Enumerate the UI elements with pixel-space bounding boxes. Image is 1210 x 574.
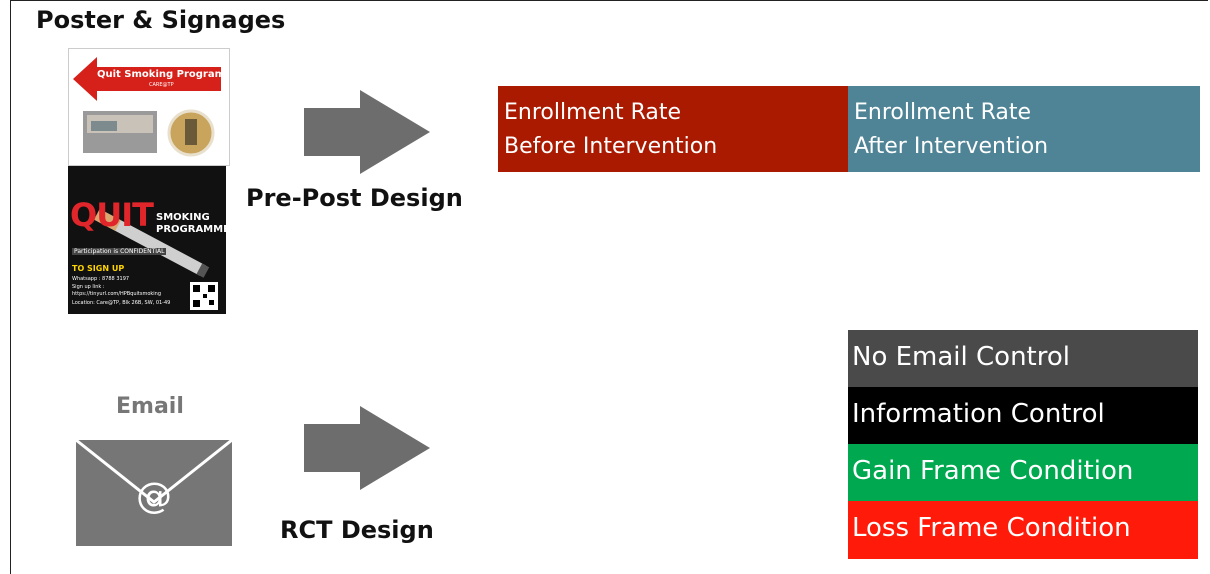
before-line-2: Before Intervention [504, 134, 718, 159]
page-title: Poster & Signages [36, 6, 286, 34]
after-line-2: After Intervention [854, 134, 1049, 159]
poster-quit-smoking-programme: QUIT SMOKING PROGRAMME Participation is … [68, 166, 226, 314]
poster2-programme: PROGRAMME [156, 224, 226, 235]
enrollment-after-box: Enrollment Rate After Intervention [848, 86, 1200, 172]
poster2-quit: QUIT [70, 196, 154, 234]
poster2-signup: TO SIGN UP [72, 264, 125, 273]
envelope-email-icon: @ [76, 440, 232, 546]
right-arrow-icon [304, 90, 430, 174]
poster1-title: Quit Smoking Program [97, 69, 226, 80]
after-line-1: Enrollment Rate [854, 100, 1032, 125]
pre-post-design-label: Pre-Post Design [246, 184, 463, 212]
poster2-smoking: SMOKING [156, 212, 210, 223]
loss-frame-condition-box: Loss Frame Condition [848, 501, 1198, 559]
cigarette-icon [68, 166, 226, 314]
information-control-box: Information Control [848, 387, 1198, 444]
poster-arrow-sign-icon [73, 57, 221, 157]
enrollment-before-box: Enrollment Rate Before Intervention [498, 86, 848, 172]
poster1-subtitle: CARE@TP [149, 82, 174, 88]
email-label: Email [116, 394, 184, 419]
before-line-1: Enrollment Rate [504, 100, 682, 125]
svg-text:@: @ [136, 476, 172, 517]
poster2-signup-link-label: Sign up link : [72, 284, 105, 290]
poster-quit-smoking-program: Quit Smoking Program CARE@TP [68, 48, 230, 166]
content-frame [10, 0, 1208, 574]
poster2-whatsapp: Whatsapp : 8788 3197 [72, 276, 130, 282]
gain-frame-condition-box: Gain Frame Condition [848, 444, 1198, 501]
poster2-location: Location: Care@TP, Blk 26B, SW, 01-49 [72, 300, 171, 306]
poster2-participation: Participation is CONFIDENTIAL [72, 248, 167, 255]
right-arrow-icon-2 [304, 406, 430, 490]
poster2-signup-link: https://tinyurl.com/HPBquitsmoking [72, 291, 162, 297]
no-email-control-box: No Email Control [848, 330, 1198, 387]
rct-design-label: RCT Design [280, 516, 434, 544]
